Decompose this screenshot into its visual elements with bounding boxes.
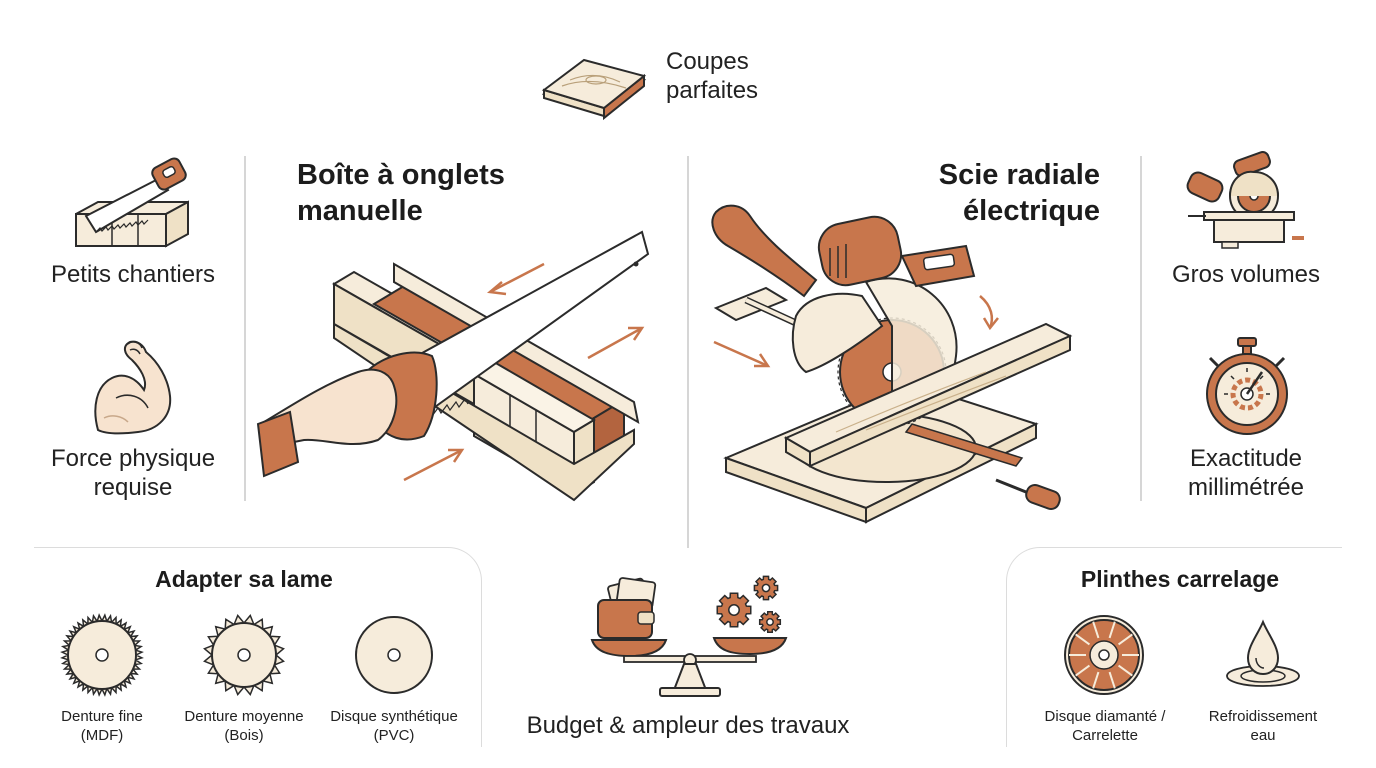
wood-plank-icon xyxy=(541,58,647,121)
blade-label-medium: Denture moyenne (Bois) xyxy=(184,708,304,744)
feature-label-precision: Exactitude millimétrée xyxy=(1187,445,1304,501)
right-divider xyxy=(1140,156,1142,501)
manual-miter-box-illustration xyxy=(256,230,650,502)
center-divider xyxy=(687,156,689,548)
diamond-disc-icon xyxy=(1064,615,1144,695)
blade-panel xyxy=(34,547,482,747)
balance-scale-icon xyxy=(590,575,788,697)
blade-label-fine: Denture fine (MDF) xyxy=(61,708,143,744)
synthetic-disc-icon xyxy=(355,616,433,694)
electric-miter-saw-illustration xyxy=(711,204,1073,524)
blade-label-synthetic: Disque synthétique (PVC) xyxy=(330,708,458,744)
tile-label-diamond: Disque diamanté / Carrelette xyxy=(1044,708,1166,744)
blade-panel-title: Adapter sa lame xyxy=(155,566,333,592)
saw-in-miter-box-icon xyxy=(75,157,189,248)
tile-panel xyxy=(1006,547,1342,747)
tile-label-water: Refroidissement eau xyxy=(1208,708,1318,744)
budget-label: Budget & ampleur des travaux xyxy=(526,712,850,739)
feature-label-physical-force: Force physique requise xyxy=(50,445,216,501)
feature-label-small-jobs: Petits chantiers xyxy=(50,261,216,288)
right-title: Scie radiale électrique xyxy=(938,159,1100,227)
water-drop-icon xyxy=(1226,619,1300,687)
feature-label-large-volumes: Gros volumes xyxy=(1171,261,1321,288)
flexed-arm-icon xyxy=(94,340,172,435)
left-divider xyxy=(244,156,246,501)
fine-tooth-blade-icon xyxy=(60,613,144,697)
tile-panel-title: Plinthes carrelage xyxy=(1080,566,1280,592)
left-title: Boîte à onglets manuelle xyxy=(297,159,505,227)
stopwatch-gauge-icon xyxy=(1206,337,1288,435)
header-label: Coupes parfaites xyxy=(666,48,759,104)
medium-tooth-blade-icon xyxy=(203,614,285,696)
miter-saw-icon xyxy=(1186,151,1304,249)
